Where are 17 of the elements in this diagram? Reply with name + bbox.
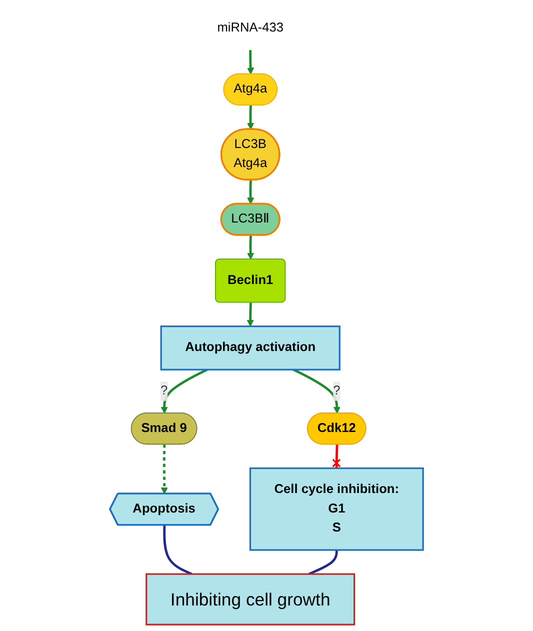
arrow — [246, 302, 254, 327]
arrow — [247, 50, 254, 74]
edge-label: ? — [160, 384, 168, 398]
arrow — [247, 180, 254, 204]
connector — [332, 444, 341, 468]
connector — [163, 525, 192, 576]
arrow — [292, 368, 340, 414]
arrow — [160, 444, 168, 494]
node-box — [160, 326, 340, 370]
arrow — [160, 368, 208, 414]
node-box — [146, 573, 356, 626]
node-box — [249, 467, 424, 551]
edge-label: ? — [333, 384, 340, 398]
arrow — [247, 235, 254, 260]
arrow — [247, 105, 254, 130]
node-text: miRNA-433 — [217, 20, 284, 34]
connector — [308, 550, 338, 576]
